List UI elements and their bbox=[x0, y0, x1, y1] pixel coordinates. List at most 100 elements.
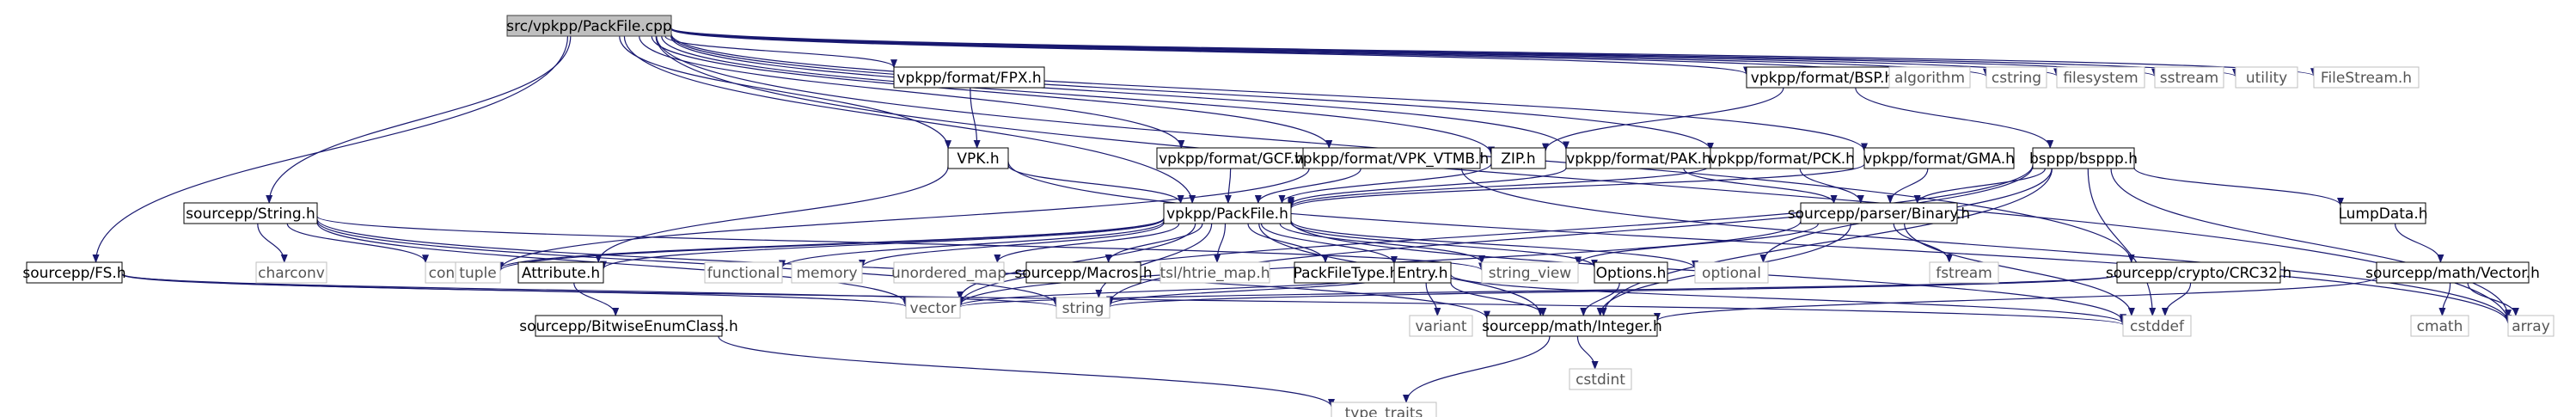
edge-string_h-to-vector bbox=[316, 222, 909, 305]
node-crc32[interactable]: sourcepp/crypto/CRC32.h bbox=[2106, 261, 2291, 284]
node-box-sstream bbox=[2154, 66, 2224, 89]
node-vector_h[interactable]: sourcepp/math/Vector.h bbox=[2365, 261, 2540, 284]
edge-gma-to-packfile bbox=[1288, 163, 1865, 210]
node-functional: functional bbox=[704, 261, 783, 284]
node-box-unordered_map bbox=[893, 261, 1005, 284]
edge-src-to-pck bbox=[670, 34, 1714, 151]
node-tuple: tuple bbox=[455, 261, 501, 284]
node-label-string: string bbox=[1062, 300, 1104, 317]
node-sstream: sstream bbox=[2154, 66, 2224, 89]
edge-packfile-to-functional bbox=[779, 220, 1165, 269]
node-box-string bbox=[1055, 297, 1111, 319]
node-lumpdata[interactable]: LumpData.h bbox=[2338, 202, 2428, 224]
node-label-type_traits: type_traits bbox=[1345, 405, 1423, 417]
node-memory: memory bbox=[791, 261, 863, 284]
node-label-cmath: cmath bbox=[2417, 318, 2463, 335]
edge-packfile-to-concepts bbox=[494, 218, 1165, 271]
node-bsp[interactable]: vpkpp/format/BSP.h bbox=[1746, 66, 1899, 89]
node-gcf[interactable]: vpkpp/format/GCF.h bbox=[1156, 147, 1306, 169]
node-cstddef: cstddef bbox=[2122, 315, 2192, 337]
node-integer[interactable]: sourcepp/math/Integer.h bbox=[1482, 315, 1662, 337]
node-binary[interactable]: sourcepp/parser/Binary.h bbox=[1788, 202, 1970, 224]
edge-src-to-gma bbox=[670, 34, 1868, 152]
node-label-vector: vector bbox=[910, 300, 957, 317]
node-type_traits: type_traits bbox=[1331, 402, 1437, 417]
node-box-binary bbox=[1800, 202, 1958, 224]
node-label-entry: Entry.h bbox=[1398, 265, 1448, 282]
edge-crc32-to-cstddef bbox=[2161, 282, 2192, 316]
edge-crc32-to-vector bbox=[957, 274, 2118, 309]
edge-packfile-to-entry bbox=[1260, 223, 1398, 265]
node-box-gma bbox=[1863, 147, 2015, 169]
edge-gcf-to-packfile bbox=[1224, 168, 1232, 204]
edge-vpk-to-attribute bbox=[595, 166, 949, 263]
node-label-functional: functional bbox=[707, 265, 780, 282]
edge-integer-to-type_traits bbox=[1403, 335, 1551, 403]
node-gma[interactable]: vpkpp/format/GMA.h bbox=[1863, 147, 2015, 169]
node-unordered_map: unordered_map bbox=[891, 261, 1007, 284]
edge-binary-to-cstddef bbox=[1904, 223, 2135, 316]
edge-fs-to-cstddef bbox=[121, 273, 2126, 326]
node-box-entry bbox=[1393, 261, 1452, 284]
node-entry[interactable]: Entry.h bbox=[1393, 261, 1452, 284]
edge-src-to-pak bbox=[670, 35, 1569, 150]
edge-packfile-to-memory bbox=[859, 222, 1165, 268]
node-box-tuple bbox=[455, 261, 501, 284]
node-box-attribute bbox=[517, 261, 604, 284]
node-fpx[interactable]: vpkpp/format/FPX.h bbox=[893, 66, 1045, 89]
node-algorithm: algorithm bbox=[1888, 66, 1971, 89]
node-label-vtmb: vpkpp/format/VPK_VTMB.h bbox=[1294, 150, 1490, 168]
node-box-charconv bbox=[255, 261, 327, 284]
node-box-cstddef bbox=[2122, 315, 2192, 337]
node-src[interactable]: src/vpkpp/PackFile.cpp bbox=[506, 15, 672, 37]
node-cstring: cstring bbox=[1986, 66, 2047, 89]
node-pak[interactable]: vpkpp/format/PAK.h bbox=[1565, 147, 1712, 169]
edge-bsppp-to-vector bbox=[957, 164, 2034, 305]
node-options[interactable]: Options.h bbox=[1594, 261, 1668, 284]
node-string_h[interactable]: sourcepp/String.h bbox=[183, 202, 318, 224]
node-box-filestream bbox=[2313, 66, 2420, 89]
node-label-filestream: FileStream.h bbox=[2321, 70, 2412, 87]
node-box-vtmb bbox=[1302, 147, 1481, 169]
node-bsppp[interactable]: bsppp/bsppp.h bbox=[2029, 147, 2138, 169]
node-vtmb[interactable]: vpkpp/format/VPK_VTMB.h bbox=[1294, 147, 1490, 169]
node-pck[interactable]: vpkpp/format/PCK.h bbox=[1709, 147, 1855, 169]
node-label-crc32: sourcepp/crypto/CRC32.h bbox=[2106, 265, 2291, 282]
node-cmath: cmath bbox=[2410, 315, 2469, 337]
edge-vtmb-to-array bbox=[1460, 168, 2512, 324]
node-label-pck: vpkpp/format/PCK.h bbox=[1709, 150, 1855, 168]
node-box-pck bbox=[1710, 147, 1854, 169]
node-macros[interactable]: sourcepp/Macros.h bbox=[1014, 261, 1153, 284]
node-box-options bbox=[1594, 261, 1668, 284]
node-box-cstring bbox=[1986, 66, 2047, 89]
node-vpk[interactable]: VPK.h bbox=[947, 147, 1009, 169]
node-attribute[interactable]: Attribute.h bbox=[517, 261, 604, 284]
node-label-htrie: tsl/htrie_map.h bbox=[1160, 265, 1270, 282]
edge-packfile-to-macros bbox=[1104, 223, 1203, 263]
edge-vtmb-to-tuple bbox=[497, 168, 1310, 271]
edge-packfile-to-packfiletype bbox=[1247, 223, 1329, 263]
node-fs[interactable]: sourcepp/FS.h bbox=[22, 261, 126, 284]
node-label-algorithm: algorithm bbox=[1894, 70, 1965, 87]
node-box-bsppp bbox=[2032, 147, 2135, 169]
edge-pck-to-binary bbox=[1799, 168, 1864, 204]
edge-packfile-to-unordered_map bbox=[994, 223, 1180, 263]
edge-src-to-packfile bbox=[623, 35, 1196, 204]
node-label-memory: memory bbox=[796, 265, 857, 282]
node-packfiletype[interactable]: PackFileType.h bbox=[1294, 261, 1399, 284]
edge-bitwise-to-type_traits bbox=[718, 335, 1335, 408]
node-zip[interactable]: ZIP.h bbox=[1490, 147, 1546, 169]
node-label-cstring: cstring bbox=[1992, 70, 2041, 87]
node-box-bsp bbox=[1746, 66, 1899, 89]
edge-src-to-vtmb bbox=[651, 35, 1333, 149]
node-box-vector_h bbox=[2376, 261, 2530, 284]
node-layer: src/vpkpp/PackFile.cpp vpkpp/format/FPX.h… bbox=[22, 15, 2555, 417]
edge-string_h-to-string_view bbox=[316, 216, 1485, 272]
node-label-attribute: Attribute.h bbox=[522, 265, 600, 282]
node-bitwise[interactable]: sourcepp/BitwiseEnumClass.h bbox=[519, 315, 738, 337]
edge-gma-to-binary bbox=[1887, 168, 1929, 204]
node-label-integer: sourcepp/math/Integer.h bbox=[1482, 318, 1662, 335]
node-packfile[interactable]: vpkpp/PackFile.h bbox=[1163, 202, 1292, 224]
